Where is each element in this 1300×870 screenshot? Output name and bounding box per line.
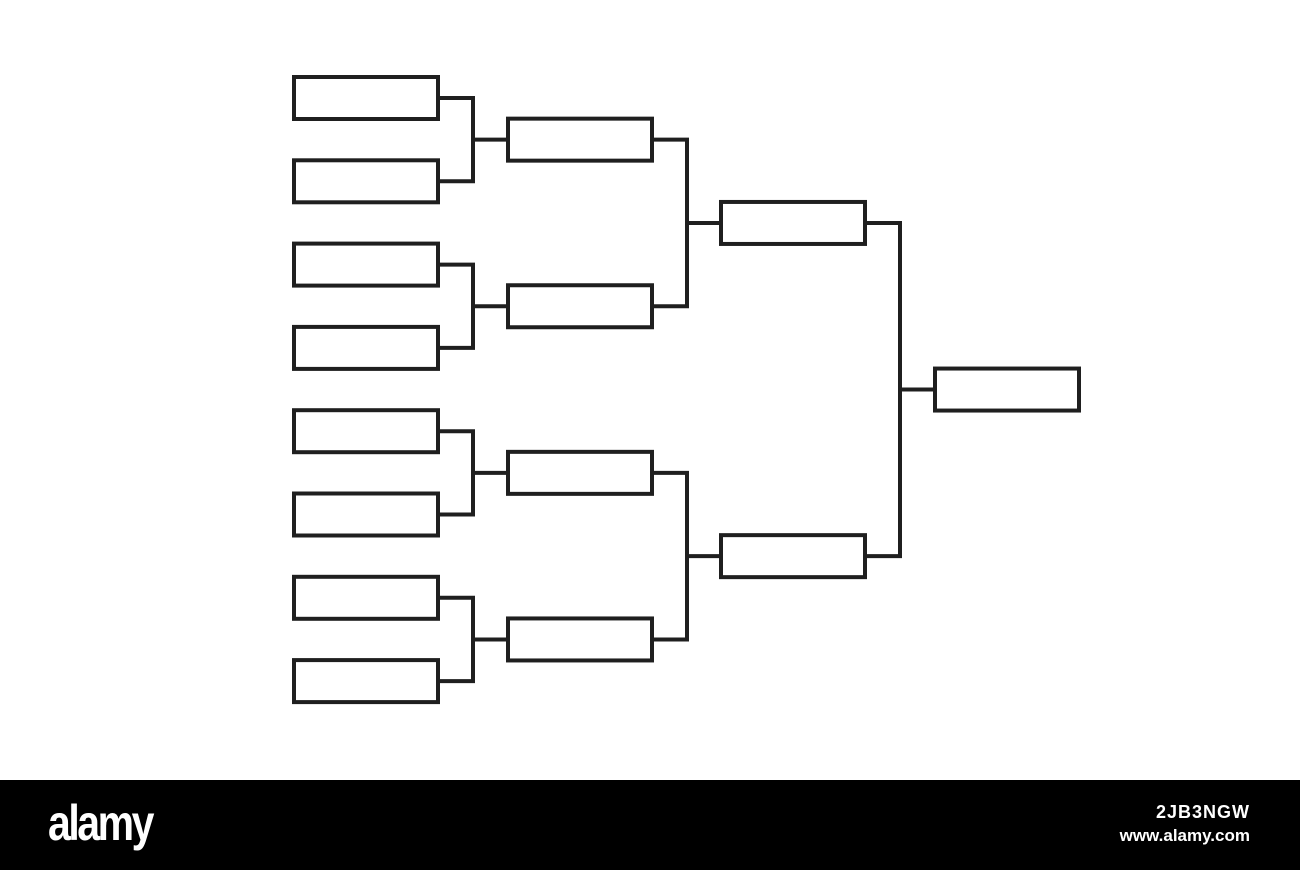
bracket-slot-round-1-3 <box>292 241 440 288</box>
slot-box <box>506 283 654 330</box>
connector-round-1-to-2-1 <box>436 96 510 184</box>
connector-round-3-to-4-1 <box>863 220 937 559</box>
connector-round-1-to-2-4 <box>436 595 510 684</box>
bracket-slot-round-2-2 <box>506 283 654 330</box>
slot-box <box>933 366 1081 413</box>
bracket-slot-round-1-4 <box>292 324 440 371</box>
bracket-slot-round-1-7 <box>292 574 440 621</box>
bracket-slot-round-2-4 <box>506 616 654 663</box>
bracket-slot-round-3-2 <box>719 533 867 580</box>
brand-logo: alamy <box>48 795 154 851</box>
bracket-slot-round-4-1 <box>933 366 1081 413</box>
slot-box <box>292 658 440 705</box>
bracket-slot-round-1-8 <box>292 658 440 705</box>
slot-box <box>506 616 654 663</box>
image-id-label: 2JB3NGW <box>1155 802 1250 822</box>
bracket-slot-round-1-1 <box>292 75 440 121</box>
connector-round-1-to-2-2 <box>436 262 510 350</box>
connector-round-2-to-3-2 <box>650 470 723 642</box>
site-url-label: www.alamy.com <box>1119 826 1250 845</box>
connector-round-2-to-3-1 <box>650 137 723 309</box>
bracket-slot-round-2-1 <box>506 116 654 163</box>
connector-round-1-to-2-3 <box>436 429 510 517</box>
slot-box <box>292 408 440 455</box>
slot-box <box>719 533 867 580</box>
bracket-slot-round-3-1 <box>719 199 867 246</box>
bracket-slot-round-2-3 <box>506 449 654 496</box>
slot-box <box>292 241 440 288</box>
tournament-bracket-diagram <box>292 75 1081 705</box>
slot-box <box>292 324 440 371</box>
watermark-footer-bar: alamy 2JB3NGW www.alamy.com <box>0 780 1300 870</box>
slot-box <box>506 449 654 496</box>
slot-box <box>506 116 654 163</box>
bracket-slot-round-1-5 <box>292 408 440 455</box>
slot-box <box>292 75 440 121</box>
bracket-slot-round-1-2 <box>292 158 440 205</box>
slot-box <box>292 158 440 205</box>
slot-box <box>719 199 867 246</box>
bracket-slot-round-1-6 <box>292 491 440 538</box>
slot-box <box>292 491 440 538</box>
slot-box <box>292 574 440 621</box>
